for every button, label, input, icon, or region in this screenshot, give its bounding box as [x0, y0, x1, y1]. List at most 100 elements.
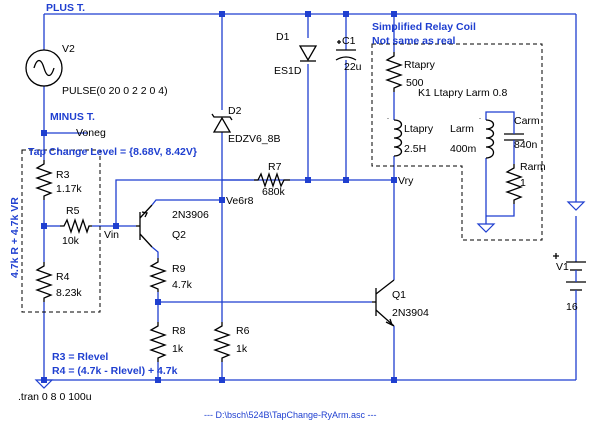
c1-plus: [337, 40, 341, 44]
node: [155, 377, 161, 383]
d1-name: D1: [276, 31, 290, 43]
d2-bar: [211, 113, 233, 121]
net-vry-label: Vry: [398, 175, 414, 187]
rarm-name: Rarm: [520, 161, 546, 173]
r4-resistor[interactable]: [35, 262, 53, 302]
tran-directive: .tran 0 8 0 100u: [18, 391, 92, 403]
d2-value: EDZV6_8B: [228, 133, 281, 145]
c1-capacitor[interactable]: [335, 40, 357, 61]
node: [343, 177, 349, 183]
rtapry-value: 500: [406, 77, 424, 89]
r3-value: 1.17k: [56, 183, 82, 195]
r4-name: R4: [56, 271, 70, 283]
v2-source[interactable]: [25, 49, 63, 87]
d1-triangle: [298, 45, 318, 62]
d1-diode[interactable]: [298, 45, 318, 62]
q1-arrow: [385, 318, 394, 327]
net-plus-label: PLUS T.: [46, 2, 85, 14]
junction-nodes: [41, 11, 397, 383]
v2-value: PULSE(0 20 0 2 2 0 4): [62, 85, 168, 97]
net-ve6r8-label: Ve6r8: [226, 195, 254, 207]
larm-inductor[interactable]: [485, 119, 495, 159]
sine-wave-icon: [33, 59, 55, 77]
q2-emitter-lead: [139, 204, 153, 219]
ground-icon: [476, 223, 496, 233]
c1-plate-bottom: [335, 56, 357, 61]
v2-circle: [25, 49, 63, 87]
larm-value: 400m: [450, 143, 477, 155]
q1-npn-transistor[interactable]: [372, 279, 395, 327]
r9-name: R9: [172, 263, 186, 275]
wire-larm-top: [485, 111, 515, 122]
node: [219, 11, 225, 17]
net-minus-label: MINUS T.: [50, 111, 95, 123]
net-vin-label: Vin: [104, 229, 119, 241]
node: [305, 11, 311, 17]
node: [41, 130, 47, 136]
rtapry-resistor[interactable]: [385, 52, 403, 92]
k1-coupling: K1 Ltapry Larm 0.8: [418, 87, 507, 99]
d2-zener-diode[interactable]: [211, 113, 233, 133]
ltapry-value: 2.5H: [404, 143, 426, 155]
carm-capacitor[interactable]: [504, 122, 524, 150]
relay-subtitle: Not same as real: [372, 35, 456, 47]
rarm-resistor[interactable]: [505, 164, 523, 204]
r6-name: R6: [236, 325, 250, 337]
r9-resistor[interactable]: [149, 258, 167, 292]
larm-name: Larm: [450, 123, 474, 135]
node: [113, 223, 119, 229]
relay-dashed-box: [371, 43, 543, 241]
node: [391, 11, 397, 17]
q2-pnp-transistor[interactable]: [136, 204, 153, 248]
r7-value: 680k: [262, 186, 286, 198]
v1-plus-sign: [553, 253, 559, 259]
q2-value: 2N3906: [172, 209, 209, 221]
q1-name: Q1: [392, 289, 406, 301]
r8-resistor[interactable]: [149, 322, 167, 362]
node: [219, 377, 225, 383]
r5-name: R5: [66, 205, 80, 217]
d1-value: ES1D: [274, 65, 302, 77]
net-voneg-label: Voneg: [76, 127, 106, 139]
wires: [43, 13, 577, 381]
node: [343, 11, 349, 17]
r7-name: R7: [268, 161, 282, 173]
d2-triangle: [212, 116, 232, 133]
carm-value: 840n: [514, 139, 538, 151]
r7-resistor[interactable]: [254, 171, 290, 189]
r6-resistor[interactable]: [213, 322, 231, 362]
rarm-value: 1: [520, 177, 526, 189]
ground-icon: [34, 379, 54, 389]
v2-name: V2: [62, 43, 75, 55]
wire-q2-emitter: [151, 199, 222, 206]
r8-name: R8: [172, 325, 186, 337]
d2-name: D2: [228, 105, 242, 117]
ltapry-inductor[interactable]: [393, 119, 403, 157]
r4-value: 8.23k: [56, 287, 82, 299]
r9-value: 4.7k: [172, 279, 193, 291]
node: [305, 177, 311, 183]
wire-q2-collector: [151, 246, 159, 258]
r3-equation: R3 = Rlevel: [52, 351, 108, 363]
c1-value: 22u: [344, 61, 362, 73]
node: [41, 223, 47, 229]
r6-value: 1k: [236, 343, 248, 355]
r3-name: R3: [56, 169, 70, 181]
c1-name: C1: [342, 35, 356, 47]
tap-change-level: Tap Change Level = {8.68V, 8.42V}: [28, 146, 197, 158]
r8-value: 1k: [172, 343, 184, 355]
node: [391, 377, 397, 383]
q1-value: 2N3904: [392, 307, 429, 319]
node: [391, 177, 397, 183]
r4-equation: R4 = (4.7k - Rlevel) + 4.7k: [52, 365, 178, 377]
r3-resistor[interactable]: [35, 160, 53, 200]
q1-collector-lead: [375, 279, 395, 295]
vr-label: 4.7k R + 4.7k VR: [9, 197, 21, 278]
q2-name: Q2: [172, 229, 186, 241]
v1-value: 16: [566, 301, 578, 313]
v1-battery[interactable]: [553, 253, 586, 298]
v1-name: V1: [556, 261, 569, 273]
r5-resistor[interactable]: [60, 217, 92, 235]
carm-name: Carm: [514, 115, 540, 127]
